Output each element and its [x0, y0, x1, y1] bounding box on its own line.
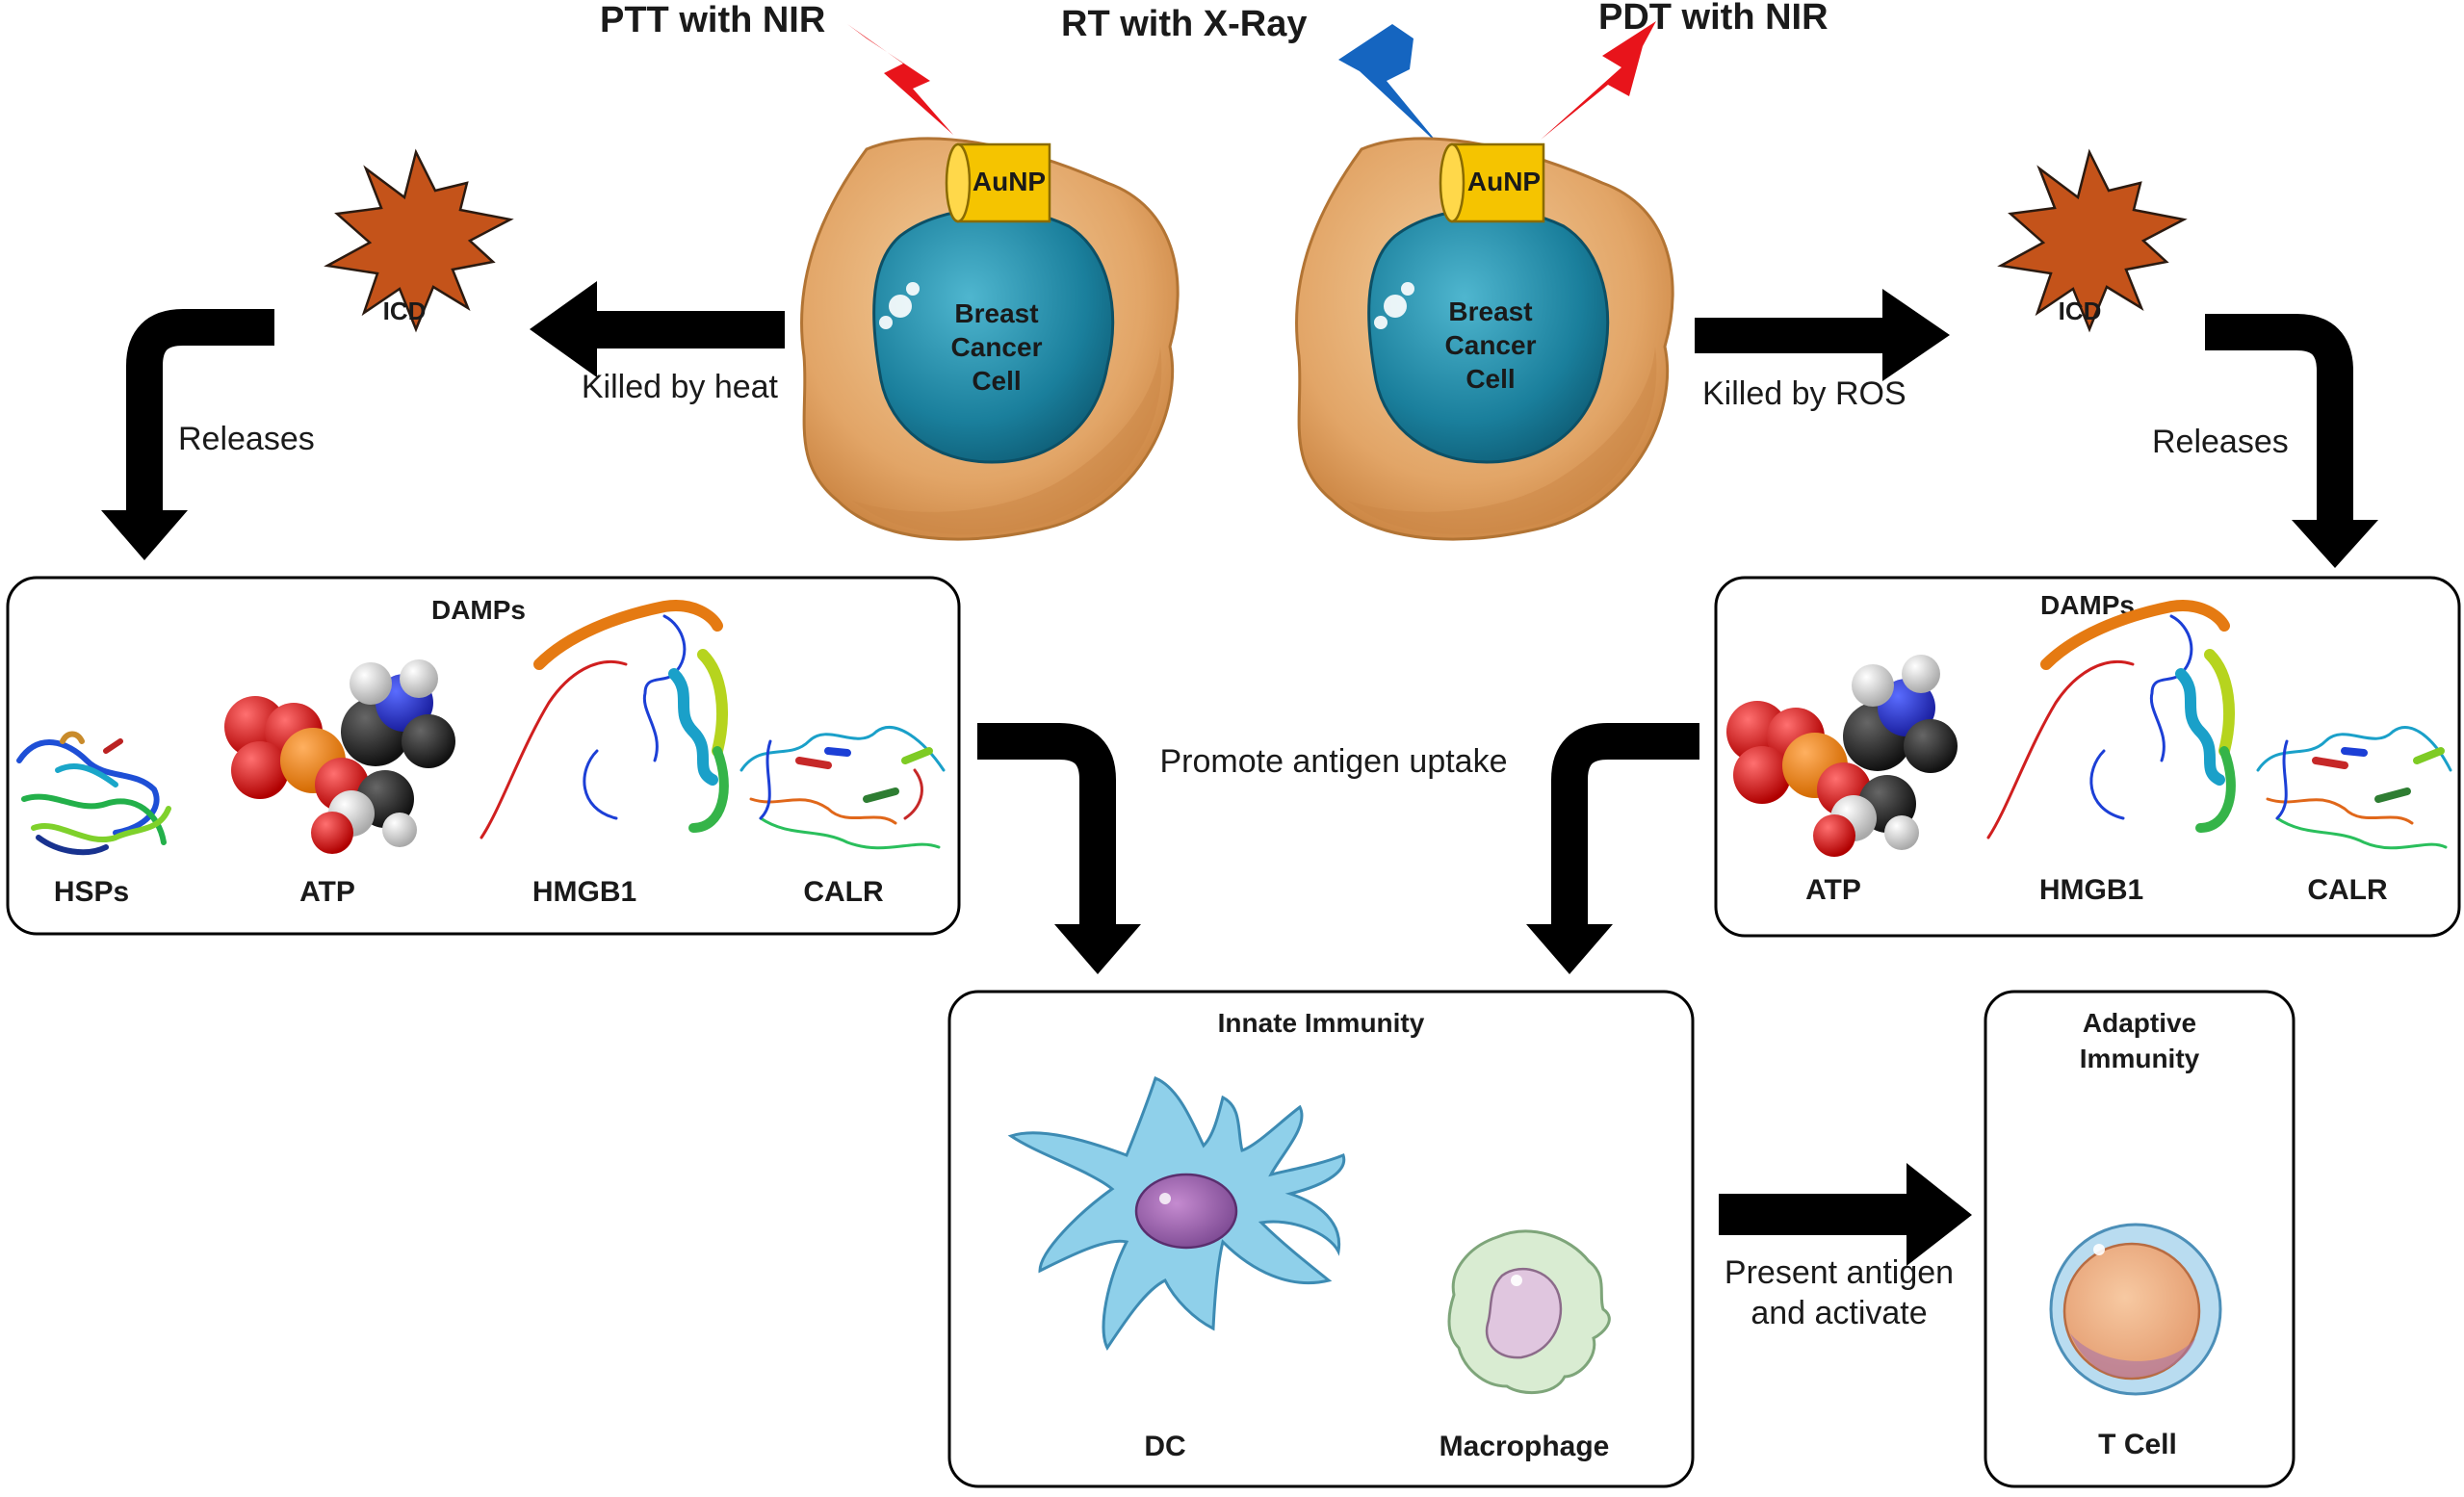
adaptive-title-line1: Adaptive: [2083, 1008, 2196, 1038]
damp-label-atp: ATP: [1805, 874, 1861, 906]
icd-star-left: ICD: [324, 148, 514, 333]
xray-bolt-icon: [1338, 24, 1440, 146]
arrow-label-present-line1: Present antigen: [1725, 1254, 1954, 1291]
damp-label-hsps: HSPs: [54, 876, 129, 908]
damps-left-panel: DAMPs: [6, 576, 961, 936]
arrow-releases-left: [126, 309, 274, 510]
aunp-left: AuNP: [945, 142, 1051, 223]
aunp-label: AuNP: [1467, 167, 1541, 196]
cell-label-line2: Cancer: [1445, 330, 1537, 360]
cell-label-line2: Cancer: [951, 332, 1043, 362]
arrow-label-killed-ros: Killed by ROS: [1702, 375, 1906, 412]
macrophage-label: Macrophage: [1439, 1431, 1610, 1462]
calr-structure-left: [739, 726, 946, 850]
arrow-promote-left: [977, 723, 1116, 924]
aunp-label: AuNP: [973, 167, 1046, 196]
cell-label-line3: Cell: [972, 366, 1021, 396]
hmgb1-structure-right: [1986, 600, 2236, 839]
dc-label: DC: [1144, 1431, 1185, 1462]
arrow-releases-left-head: [101, 510, 188, 560]
macrophage-icon: [1447, 1229, 1611, 1395]
hsps-structure: [16, 731, 171, 856]
cancer-cell-right: Breast Cancer Cell AuNP: [1295, 137, 1674, 541]
pdt-laser-bolt-icon: [1541, 21, 1656, 140]
arrow-present-antigen: [1719, 1163, 1972, 1266]
arrow-label-killed-heat: Killed by heat: [582, 369, 779, 405]
arrow-label-releases-left: Releases: [178, 421, 315, 457]
arrow-killed-by-ros: [1695, 289, 1950, 381]
icd-star-right: ICD: [1997, 148, 2188, 333]
damp-label-hmgb1: HMGB1: [2039, 874, 2143, 906]
cell-shadow: [1347, 347, 1657, 535]
vesicle: [1401, 282, 1414, 296]
damp-label-hmgb1: HMGB1: [532, 876, 636, 908]
arrow-promote-right: [1551, 723, 1699, 924]
atp-structure-left: [224, 659, 455, 854]
vesicle: [1374, 316, 1388, 329]
cell-label-line1: Breast: [954, 298, 1038, 328]
cancer-cell-left: Breast Cancer Cell AuNP: [800, 137, 1180, 541]
arrow-label-present-line2: and activate: [1751, 1295, 1927, 1331]
t-cell-icon: [2049, 1223, 2222, 1396]
vesicle: [889, 295, 912, 318]
arrow-releases-right: [2205, 314, 2353, 520]
arrow-label-releases-right: Releases: [2152, 424, 2289, 460]
damp-label-calr: CALR: [2307, 874, 2388, 906]
ptt-laser-bolt-icon: [847, 24, 953, 135]
arrow-promote-left-head: [1054, 924, 1141, 974]
arrow-label-promote: Promote antigen uptake: [1159, 743, 1507, 780]
cell-shadow: [852, 347, 1162, 535]
icd-label: ICD: [2059, 297, 2102, 325]
calr-structure-right: [2256, 726, 2452, 850]
adaptive-title-line2: Immunity: [2080, 1044, 2200, 1073]
damps-title: DAMPs: [431, 595, 526, 625]
therapy-rt-label: RT with X-Ray: [1061, 4, 1307, 44]
hmgb1-structure-left: [480, 600, 729, 839]
tcell-label: T Cell: [2098, 1429, 2177, 1460]
damp-label-atp: ATP: [299, 876, 355, 908]
arrow-killed-by-heat: [530, 281, 785, 377]
arrow-releases-right-head: [2292, 520, 2378, 568]
damps-right-panel: DAMPs: [1714, 576, 2461, 938]
dendritic-cell-icon: [1007, 1076, 1346, 1351]
arrow-promote-right-head: [1526, 924, 1613, 974]
therapy-ptt-label: PTT with NIR: [600, 0, 825, 40]
cell-label-line3: Cell: [1465, 364, 1515, 394]
therapy-pdt-label: PDT with NIR: [1598, 0, 1829, 38]
vesicle: [906, 282, 920, 296]
icd-label: ICD: [383, 297, 427, 325]
innate-immunity-panel: Innate Immunity DC Macrophage: [947, 990, 1695, 1488]
damp-label-calr: CALR: [803, 876, 884, 908]
vesicle: [879, 316, 893, 329]
aunp-right: AuNP: [1439, 142, 1545, 223]
vesicle: [1384, 295, 1407, 318]
cell-label-line1: Breast: [1448, 297, 1532, 326]
innate-title: Innate Immunity: [1218, 1008, 1425, 1038]
atp-structure-right: [1726, 655, 1958, 857]
adaptive-immunity-panel: Adaptive Immunity T Cell: [1984, 990, 2295, 1488]
